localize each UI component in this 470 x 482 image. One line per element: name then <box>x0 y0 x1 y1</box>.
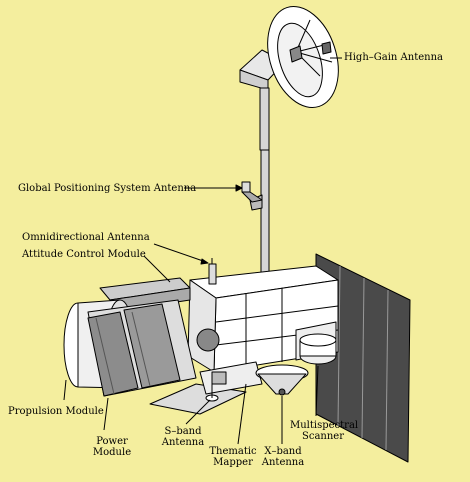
high-gain-antenna-label: High–Gain Antenna <box>344 52 443 63</box>
solar-array <box>315 253 411 463</box>
thematic-label-line2: Mapper <box>213 457 253 468</box>
omni-antenna-label: Omnidirectional Antenna <box>22 232 150 243</box>
omnidirectional-antenna <box>208 258 217 285</box>
thematic-label-line1: Thematic <box>209 446 257 457</box>
multispectral-label-line2: Scanner <box>302 431 344 442</box>
s-band-label-line2: Antenna <box>161 437 205 448</box>
power-module-label: Power Module <box>92 436 132 458</box>
x-band-antenna-label: X–band Antenna <box>260 446 306 468</box>
power-module-label-line2: Module <box>92 447 132 458</box>
s-band-antenna-label: S–band Antenna <box>160 426 206 448</box>
power-module <box>87 299 197 397</box>
s-band-antenna <box>205 384 219 402</box>
x-band-antenna <box>255 364 309 396</box>
multispectral-label-line1: Multispectral <box>290 420 359 431</box>
spacecraft-bus <box>187 265 339 373</box>
propulsion-module-label: Propulsion Module <box>8 406 104 417</box>
s-band-label-line1: S–band <box>164 426 202 437</box>
power-module-label-line1: Power <box>96 436 128 447</box>
thematic-mapper <box>149 361 263 415</box>
antenna-mast <box>259 87 270 291</box>
leader-lines <box>63 57 342 445</box>
multispectral-scanner-label: Multispectral Scanner <box>290 420 359 442</box>
x-band-label-line1: X–band <box>264 446 302 457</box>
multispectral-scanner <box>299 333 337 365</box>
high-gain-antenna-dish <box>239 6 339 108</box>
x-band-label-line2: Antenna <box>261 457 305 468</box>
gps-antenna <box>241 181 263 211</box>
gps-antenna-label: Global Positioning System Antenna <box>18 183 197 194</box>
thematic-mapper-label: Thematic Mapper <box>208 446 258 468</box>
attitude-control-label: Attitude Control Module <box>22 249 146 260</box>
